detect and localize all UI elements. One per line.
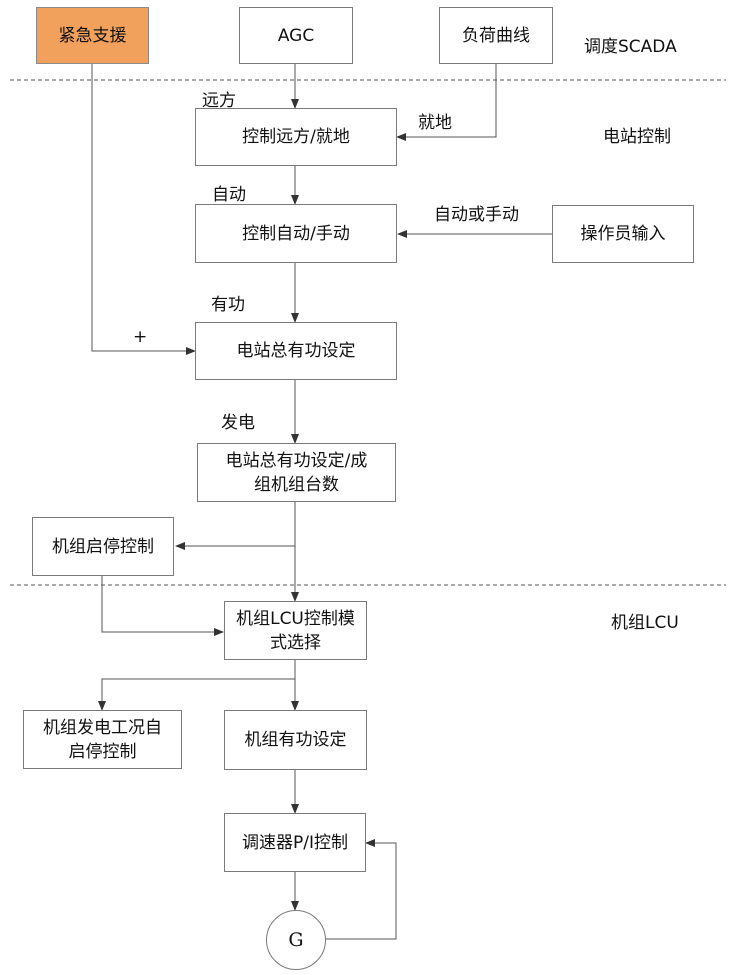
node-auto-start-stop-line2: 启停控制 bbox=[68, 741, 137, 762]
edge-lcu-mode-to-auto-start-stop bbox=[98, 678, 295, 711]
node-governor-text: 调速器P/I控制 bbox=[242, 832, 348, 853]
edge-label-plus: + bbox=[133, 327, 148, 347]
edge-load-curve-to-remote-local bbox=[396, 64, 497, 141]
node-lcu-mode-select-line2: 式选择 bbox=[270, 632, 321, 653]
node-operator-input: 操作员输入 bbox=[552, 205, 694, 263]
node-lcu-mode-select-line1: 机组LCU控制模 bbox=[236, 608, 355, 629]
node-unit-active-text: 机组有功设定 bbox=[244, 730, 347, 750]
node-auto-start-stop-line1: 机组发电工况自 bbox=[43, 717, 162, 738]
node-station-active-text: 电站总有功设定 bbox=[236, 341, 356, 361]
node-station-active-units: 电站总有功设定/成 组机组台数 bbox=[197, 443, 396, 502]
node-auto-manual: 控制自动/手动 bbox=[195, 204, 397, 263]
edge-label-auto: 自动 bbox=[212, 185, 246, 205]
node-remote-local-text: 控制远方/就地 bbox=[242, 127, 350, 147]
edge-label-local: 就地 bbox=[418, 113, 452, 133]
zone-label-scada: 调度SCADA bbox=[584, 37, 677, 57]
zone-label-station: 电站控制 bbox=[603, 127, 671, 147]
node-auto-manual-text: 控制自动/手动 bbox=[242, 223, 350, 244]
edge-generator-feedback bbox=[326, 839, 397, 940]
node-emergency-support: 紧急支援 bbox=[36, 7, 149, 64]
node-unit-start-stop: 机组启停控制 bbox=[32, 517, 174, 576]
node-station-active-units-line1: 电站总有功设定/成 bbox=[225, 450, 368, 471]
node-station-active-units-line2: 组机组台数 bbox=[254, 474, 339, 495]
node-remote-local: 控制远方/就地 bbox=[195, 108, 397, 166]
node-station-active: 电站总有功设定 bbox=[195, 322, 397, 380]
node-operator-input-text: 操作员输入 bbox=[580, 224, 666, 244]
node-governor: 调速器P/I控制 bbox=[224, 813, 366, 872]
node-unit-start-stop-text: 机组启停控制 bbox=[52, 536, 154, 557]
node-agc: AGC bbox=[239, 7, 353, 64]
node-lcu-mode-select: 机组LCU控制模 式选择 bbox=[224, 601, 367, 660]
node-emergency-support-text: 紧急支援 bbox=[58, 25, 127, 46]
edge-emergency-to-station-active bbox=[91, 64, 196, 355]
edge-label-auto-or-manual: 自动或手动 bbox=[434, 205, 519, 225]
node-auto-start-stop: 机组发电工况自 启停控制 bbox=[23, 710, 182, 769]
node-unit-active: 机组有功设定 bbox=[224, 710, 367, 770]
edge-label-generation: 发电 bbox=[221, 413, 255, 433]
edge-label-remote: 远方 bbox=[202, 91, 236, 111]
node-load-curve: 负荷曲线 bbox=[439, 7, 553, 64]
node-agc-text: AGC bbox=[277, 25, 315, 46]
edge-start-stop-to-lcu-mode bbox=[101, 576, 224, 636]
node-generator: G bbox=[266, 910, 326, 970]
zone-label-unit: 机组LCU bbox=[611, 613, 679, 633]
node-generator-text: G bbox=[288, 929, 304, 951]
node-load-curve-text: 负荷曲线 bbox=[462, 25, 530, 46]
edge-label-active: 有功 bbox=[211, 295, 245, 315]
